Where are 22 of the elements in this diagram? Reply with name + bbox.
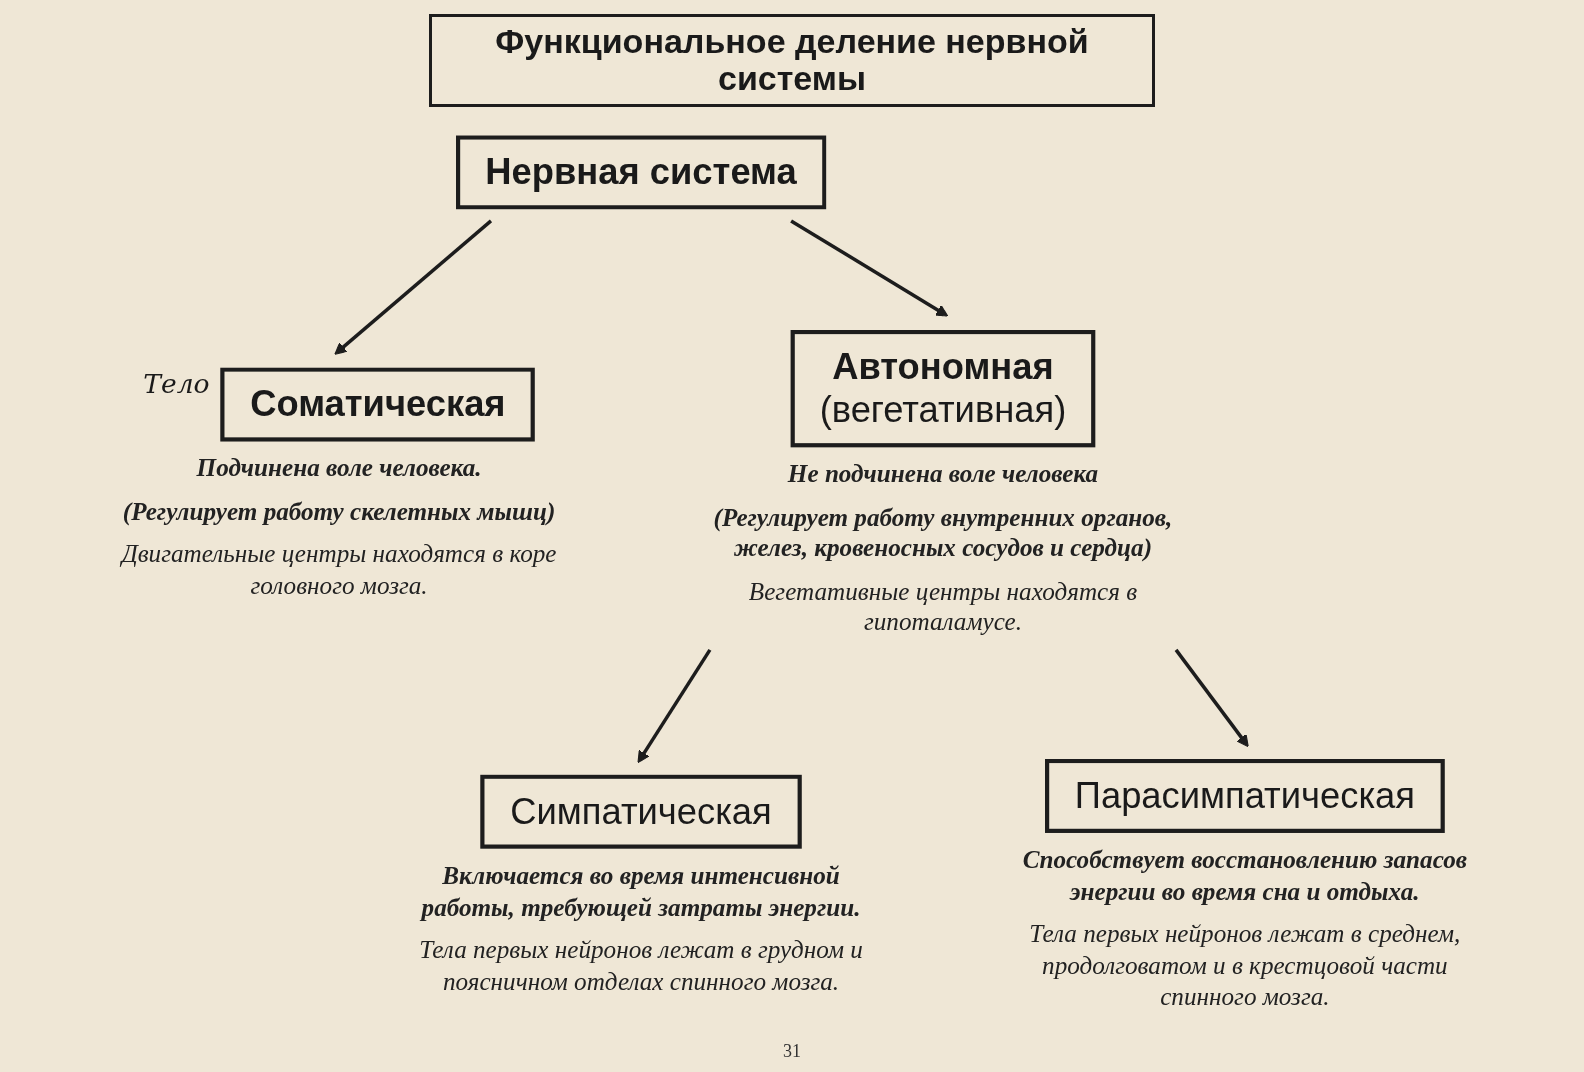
arrow [790, 219, 949, 317]
handwritten-note: Тело [143, 367, 210, 400]
category-box: Нервная система [456, 135, 827, 210]
description-text: Тела первых нейронов лежат в грудном и поясничном отделах спинного мозга. [418, 934, 864, 997]
category-box: Парасимпатическая [1045, 758, 1445, 833]
arrow [637, 648, 712, 763]
description-text: Не подчинена воле человека [786, 459, 1100, 491]
description-text: Тела первых нейронов лежат в среднем, продолговатом и в крестцовой части спинного мозга. [1028, 918, 1462, 1013]
description-text: Включается во время интенсивной работы, требующей затраты энергии. [420, 860, 862, 923]
description-text: Способствует восстановлению запасов энергии во время сна и отдыха. [1021, 844, 1469, 907]
category-box: Соматическая [220, 367, 535, 442]
category-box: Автономная (вегетативная) [790, 329, 1096, 448]
description-text: Двигательные центры находятся в коре головного мозга. [120, 538, 558, 601]
arrow [1174, 648, 1249, 747]
arrow [334, 219, 493, 355]
description-text: Подчинена воле человека. [195, 453, 483, 485]
description-text: (Регулирует работу скелетных мышц) [121, 495, 557, 527]
description-text: Вегетативные центры находятся в гипоталамусе. [747, 575, 1139, 639]
description-text: (Регулирует работу внутренних органов, желез, кровеносных сосудов и сердца) [712, 501, 1174, 565]
category-box: Симпатическая [480, 774, 802, 849]
title: Функциональное деление нервной системы [429, 14, 1155, 107]
page-number: 31 [783, 1041, 801, 1062]
